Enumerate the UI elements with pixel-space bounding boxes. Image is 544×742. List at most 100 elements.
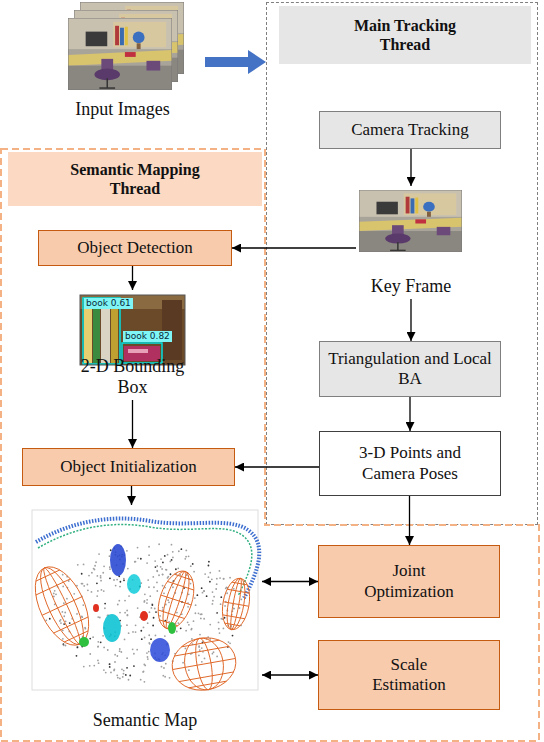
point-dot <box>148 546 150 548</box>
point-dot <box>154 560 156 562</box>
point-dot <box>224 617 226 619</box>
point-dot <box>184 558 186 560</box>
point-dot <box>66 598 68 600</box>
point-dot <box>200 613 202 615</box>
point-dot <box>212 591 214 593</box>
thread-outline-path <box>1 149 539 741</box>
detection-photo <box>80 295 185 365</box>
point-dot <box>104 607 106 609</box>
image-node: Input Images <box>40 0 205 122</box>
point-dot <box>118 600 120 602</box>
flow-arrow <box>409 496 410 545</box>
point-dot <box>180 627 182 629</box>
point-dot <box>212 600 214 602</box>
point-dot <box>94 565 96 567</box>
point-dot <box>127 615 129 617</box>
point-dot <box>104 603 106 605</box>
point-dot <box>209 572 211 574</box>
point-dot <box>126 657 128 659</box>
point-dot <box>185 630 187 632</box>
image-node: Key Frame <box>356 186 466 299</box>
point-dot <box>216 612 218 614</box>
point-dot <box>113 579 115 581</box>
block-arrow <box>205 50 266 74</box>
point-dot <box>155 635 157 637</box>
point-dot <box>149 643 151 645</box>
point-dot <box>101 589 103 591</box>
point-dot <box>208 576 210 578</box>
flow-arrow <box>232 247 356 248</box>
point-dot <box>146 652 148 654</box>
point-dot <box>177 622 179 624</box>
point-dot <box>45 619 47 621</box>
point-dot <box>160 566 162 568</box>
process-box: Joint Optimization <box>318 545 500 618</box>
point-dot <box>223 578 225 580</box>
point-dot <box>119 650 121 652</box>
point-dot <box>121 668 123 670</box>
point-dot <box>95 561 97 563</box>
node-label: Key Frame <box>371 276 451 299</box>
point-dot <box>220 596 222 598</box>
point-dot <box>211 578 213 580</box>
point-dot <box>126 624 128 626</box>
point-dot <box>154 608 156 610</box>
point-dot <box>148 651 150 653</box>
point-dot <box>232 635 234 637</box>
point-dot <box>208 565 210 567</box>
point-dot <box>143 627 145 629</box>
point-dot <box>76 613 78 615</box>
point-dot <box>98 553 100 555</box>
point-dot <box>190 629 192 631</box>
point-dot <box>100 580 102 582</box>
node-label: Camera Tracking <box>351 120 469 140</box>
point-dot <box>162 675 164 677</box>
point-dot <box>116 674 118 676</box>
point-dot <box>162 562 164 564</box>
point-dot <box>53 593 55 595</box>
point-dot <box>124 612 126 614</box>
point-dot <box>77 646 79 648</box>
point-dot <box>82 604 84 606</box>
point-dot <box>88 575 90 577</box>
point-dot <box>158 574 160 576</box>
point-dot <box>209 581 211 583</box>
point-dot <box>209 624 211 626</box>
point-dot <box>124 600 126 602</box>
point-dot <box>180 548 182 550</box>
point-dot <box>218 621 220 623</box>
point-dot <box>164 676 166 678</box>
point-dot <box>62 630 64 632</box>
point-dot <box>123 578 125 580</box>
point-dot <box>185 648 187 650</box>
point-dot <box>187 621 189 623</box>
point-dot <box>125 674 127 676</box>
point-dot <box>151 607 153 609</box>
flow-arrow <box>410 149 411 186</box>
point-dot <box>81 616 83 618</box>
point-dot <box>94 569 96 571</box>
point-dot <box>152 625 154 627</box>
flow-arrow <box>262 581 318 582</box>
point-dot <box>198 645 200 647</box>
point-dot <box>60 622 62 624</box>
point-dot <box>91 572 93 574</box>
point-dot <box>185 550 187 552</box>
point-dot <box>120 651 122 653</box>
point-dot <box>194 597 196 599</box>
flow-arrow <box>235 466 319 467</box>
point-dot <box>240 599 242 601</box>
point-dot <box>188 624 190 626</box>
point-dot <box>195 604 197 606</box>
point-dot <box>229 642 231 644</box>
point-dot <box>156 582 158 584</box>
point-dot <box>100 575 102 577</box>
point-dot <box>152 576 154 578</box>
point-dot <box>164 635 166 637</box>
detection-label: book 0.61 <box>84 298 133 309</box>
point-dot <box>169 561 171 563</box>
point-dot <box>185 556 187 558</box>
point-dot <box>128 632 130 634</box>
data-box: 3-D Points and Camera Poses <box>319 431 501 496</box>
